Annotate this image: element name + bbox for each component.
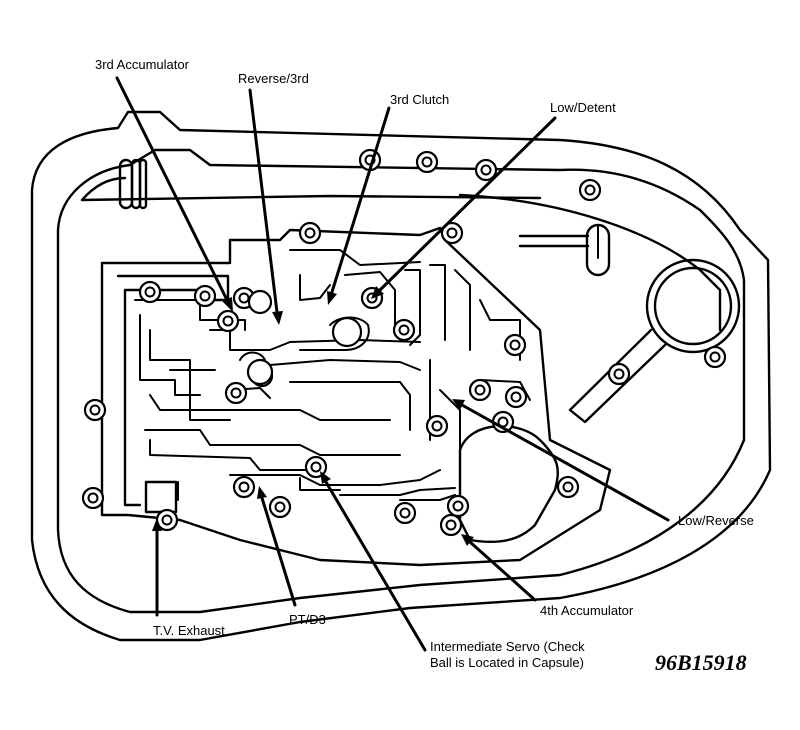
arrowhead-reverse-third	[272, 311, 283, 325]
callout-third-accumulator: 3rd Accumulator	[95, 57, 189, 72]
valve-bore	[247, 289, 273, 315]
bolt-hole	[268, 495, 292, 519]
bolt-hole	[556, 475, 580, 499]
bolt-hole	[224, 381, 248, 405]
leader-third-clutch	[330, 106, 391, 294]
bolt-hole	[607, 362, 631, 386]
leader-pt-d3	[260, 496, 297, 607]
bolt-hole	[392, 318, 416, 342]
bolt-hole	[503, 333, 527, 357]
leader-third-accumulator	[115, 76, 230, 304]
bolt-hole	[446, 494, 470, 518]
callout-tv-exhaust: T.V. Exhaust	[153, 623, 225, 638]
leader-lines	[115, 76, 670, 652]
bolt-hole	[393, 501, 417, 525]
plug-right	[518, 223, 611, 277]
valve-bore	[331, 316, 363, 348]
bolt-hole	[439, 513, 463, 537]
arrowhead-fourth-accumulator	[461, 534, 474, 546]
bolt-hole	[425, 414, 449, 438]
bolt-hole	[440, 221, 464, 245]
bolt-hole	[468, 378, 492, 402]
leader-intermediate-servo	[324, 480, 427, 652]
arrowhead-low-reverse	[452, 399, 465, 410]
bolt-hole	[193, 284, 217, 308]
plug	[118, 158, 148, 210]
callout-intermediate-servo-line1: Intermediate Servo (Check	[430, 639, 585, 654]
bolt-hole	[232, 475, 256, 499]
bolt-hole	[578, 178, 602, 202]
arrowhead-pt-d3	[257, 486, 267, 499]
callout-pt-d3: PT/D3	[289, 612, 326, 627]
bolt-hole	[703, 345, 727, 369]
callout-intermediate-servo-line2: Ball is Located in Capsule)	[430, 655, 584, 670]
bolt-hole	[83, 398, 107, 422]
bolt-hole	[415, 150, 439, 174]
bolt-hole	[138, 280, 162, 304]
arrowhead-third-accumulator	[222, 297, 233, 312]
callout-low-reverse: Low/Reverse	[678, 513, 754, 528]
leader-reverse-third	[248, 88, 279, 314]
valve-bore	[246, 358, 274, 386]
bolt-hole	[298, 221, 322, 245]
bolt-hole	[81, 486, 105, 510]
leader-fourth-accumulator	[468, 540, 537, 602]
bolt-hole	[474, 158, 498, 182]
bolt-hole	[504, 385, 528, 409]
arrowhead-third-clutch	[327, 291, 337, 305]
arrowhead-tv-exhaust	[152, 518, 162, 531]
arrowhead-low-detent	[371, 286, 384, 299]
leader-low-reverse	[460, 403, 670, 522]
figure-id: 96B15918	[655, 650, 747, 675]
valve-body-plate	[100, 226, 612, 567]
bolt-hole	[216, 309, 240, 333]
callout-fourth-accumulator: 4th Accumulator	[540, 603, 634, 618]
bolt-holes	[81, 148, 727, 537]
case-outline	[30, 110, 772, 642]
leader-low-detent	[378, 116, 557, 292]
callout-reverse-third: Reverse/3rd	[238, 71, 309, 86]
arrowhead-intermediate-servo	[320, 471, 331, 484]
callout-low-detent: Low/Detent	[550, 100, 616, 115]
callout-third-clutch: 3rd Clutch	[390, 92, 450, 107]
bolt-hole	[155, 508, 179, 532]
